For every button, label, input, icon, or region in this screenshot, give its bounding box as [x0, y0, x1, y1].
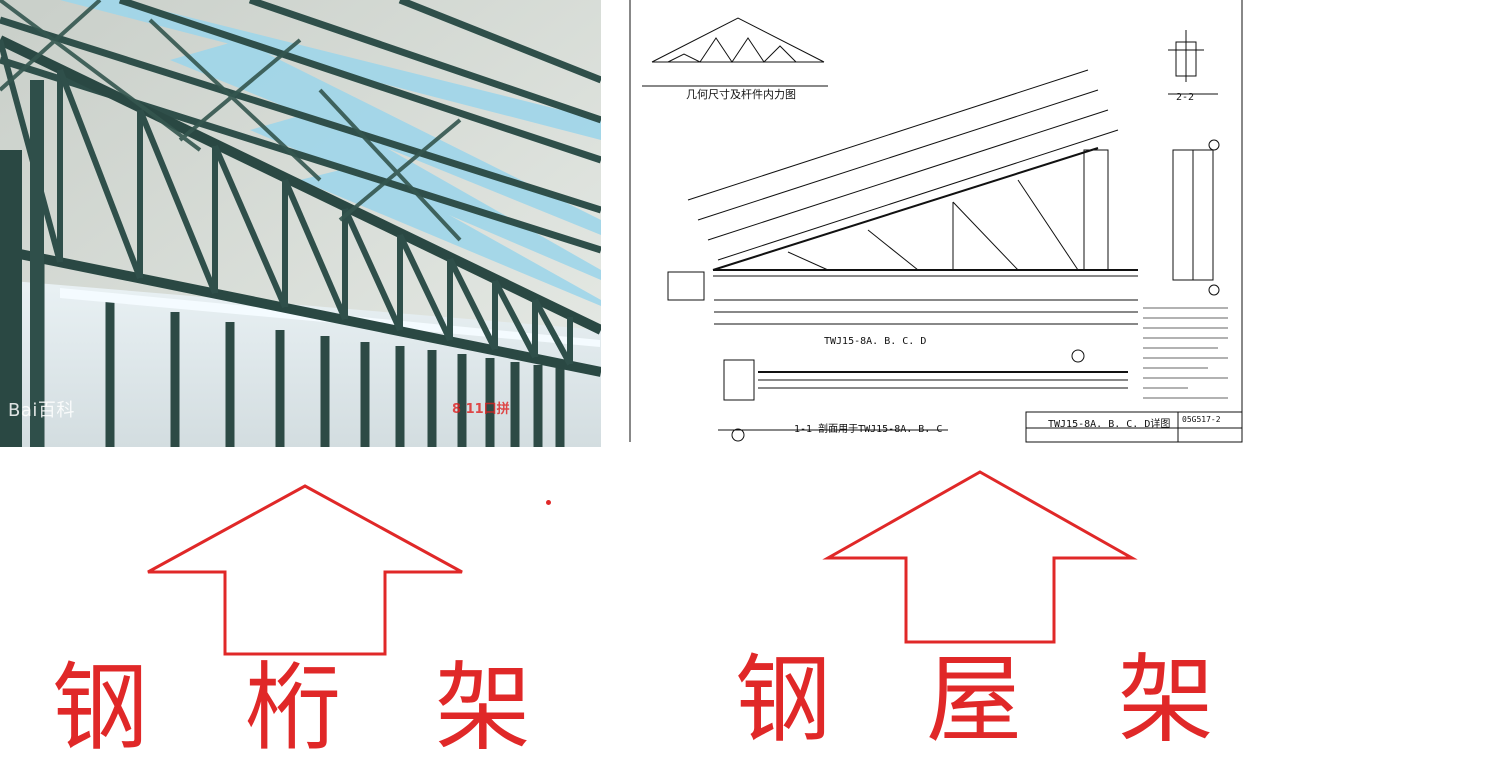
title-block-name: TWJ15-8A. B. C. D详图: [1048, 419, 1171, 430]
up-arrow-right: [822, 470, 1138, 644]
stray-dot: [546, 500, 551, 505]
caption-right-char-1: 钢: [735, 644, 831, 756]
caption-right-char-3: 架: [1118, 644, 1214, 756]
truss-model-label: TWJ15-8A. B. C. D: [824, 336, 927, 347]
red-watermark-text: 8 11口拼: [452, 402, 510, 417]
baidu-watermark: Bai百科: [8, 400, 75, 421]
caption-left-char-1: 钢: [52, 652, 148, 764]
section-1-1-label: 1-1 剖面用于TWJ15-8A. B. C: [794, 424, 943, 435]
roof-truss-drawing: 几何尺寸及杆件内力图 2-2 TWJ15-8A. B. C. D 1-1 剖面用…: [628, 0, 1250, 447]
caption-left-char-2: 桁: [245, 652, 341, 764]
title-block-code: 05G517-2: [1182, 415, 1221, 424]
caption-left-char-3: 架: [435, 652, 531, 764]
section-2-2-label: 2-2: [1176, 92, 1195, 103]
caption-right-char-2: 屋: [926, 644, 1022, 756]
steel-truss-photo: Bai百科 8 11口拼: [0, 0, 601, 447]
up-arrow-left: [147, 484, 463, 656]
geometry-diagram-title: 几何尺寸及杆件内力图: [686, 88, 796, 101]
truss-linework: [629, 0, 1243, 443]
steel-truss-illustration: [0, 0, 601, 447]
